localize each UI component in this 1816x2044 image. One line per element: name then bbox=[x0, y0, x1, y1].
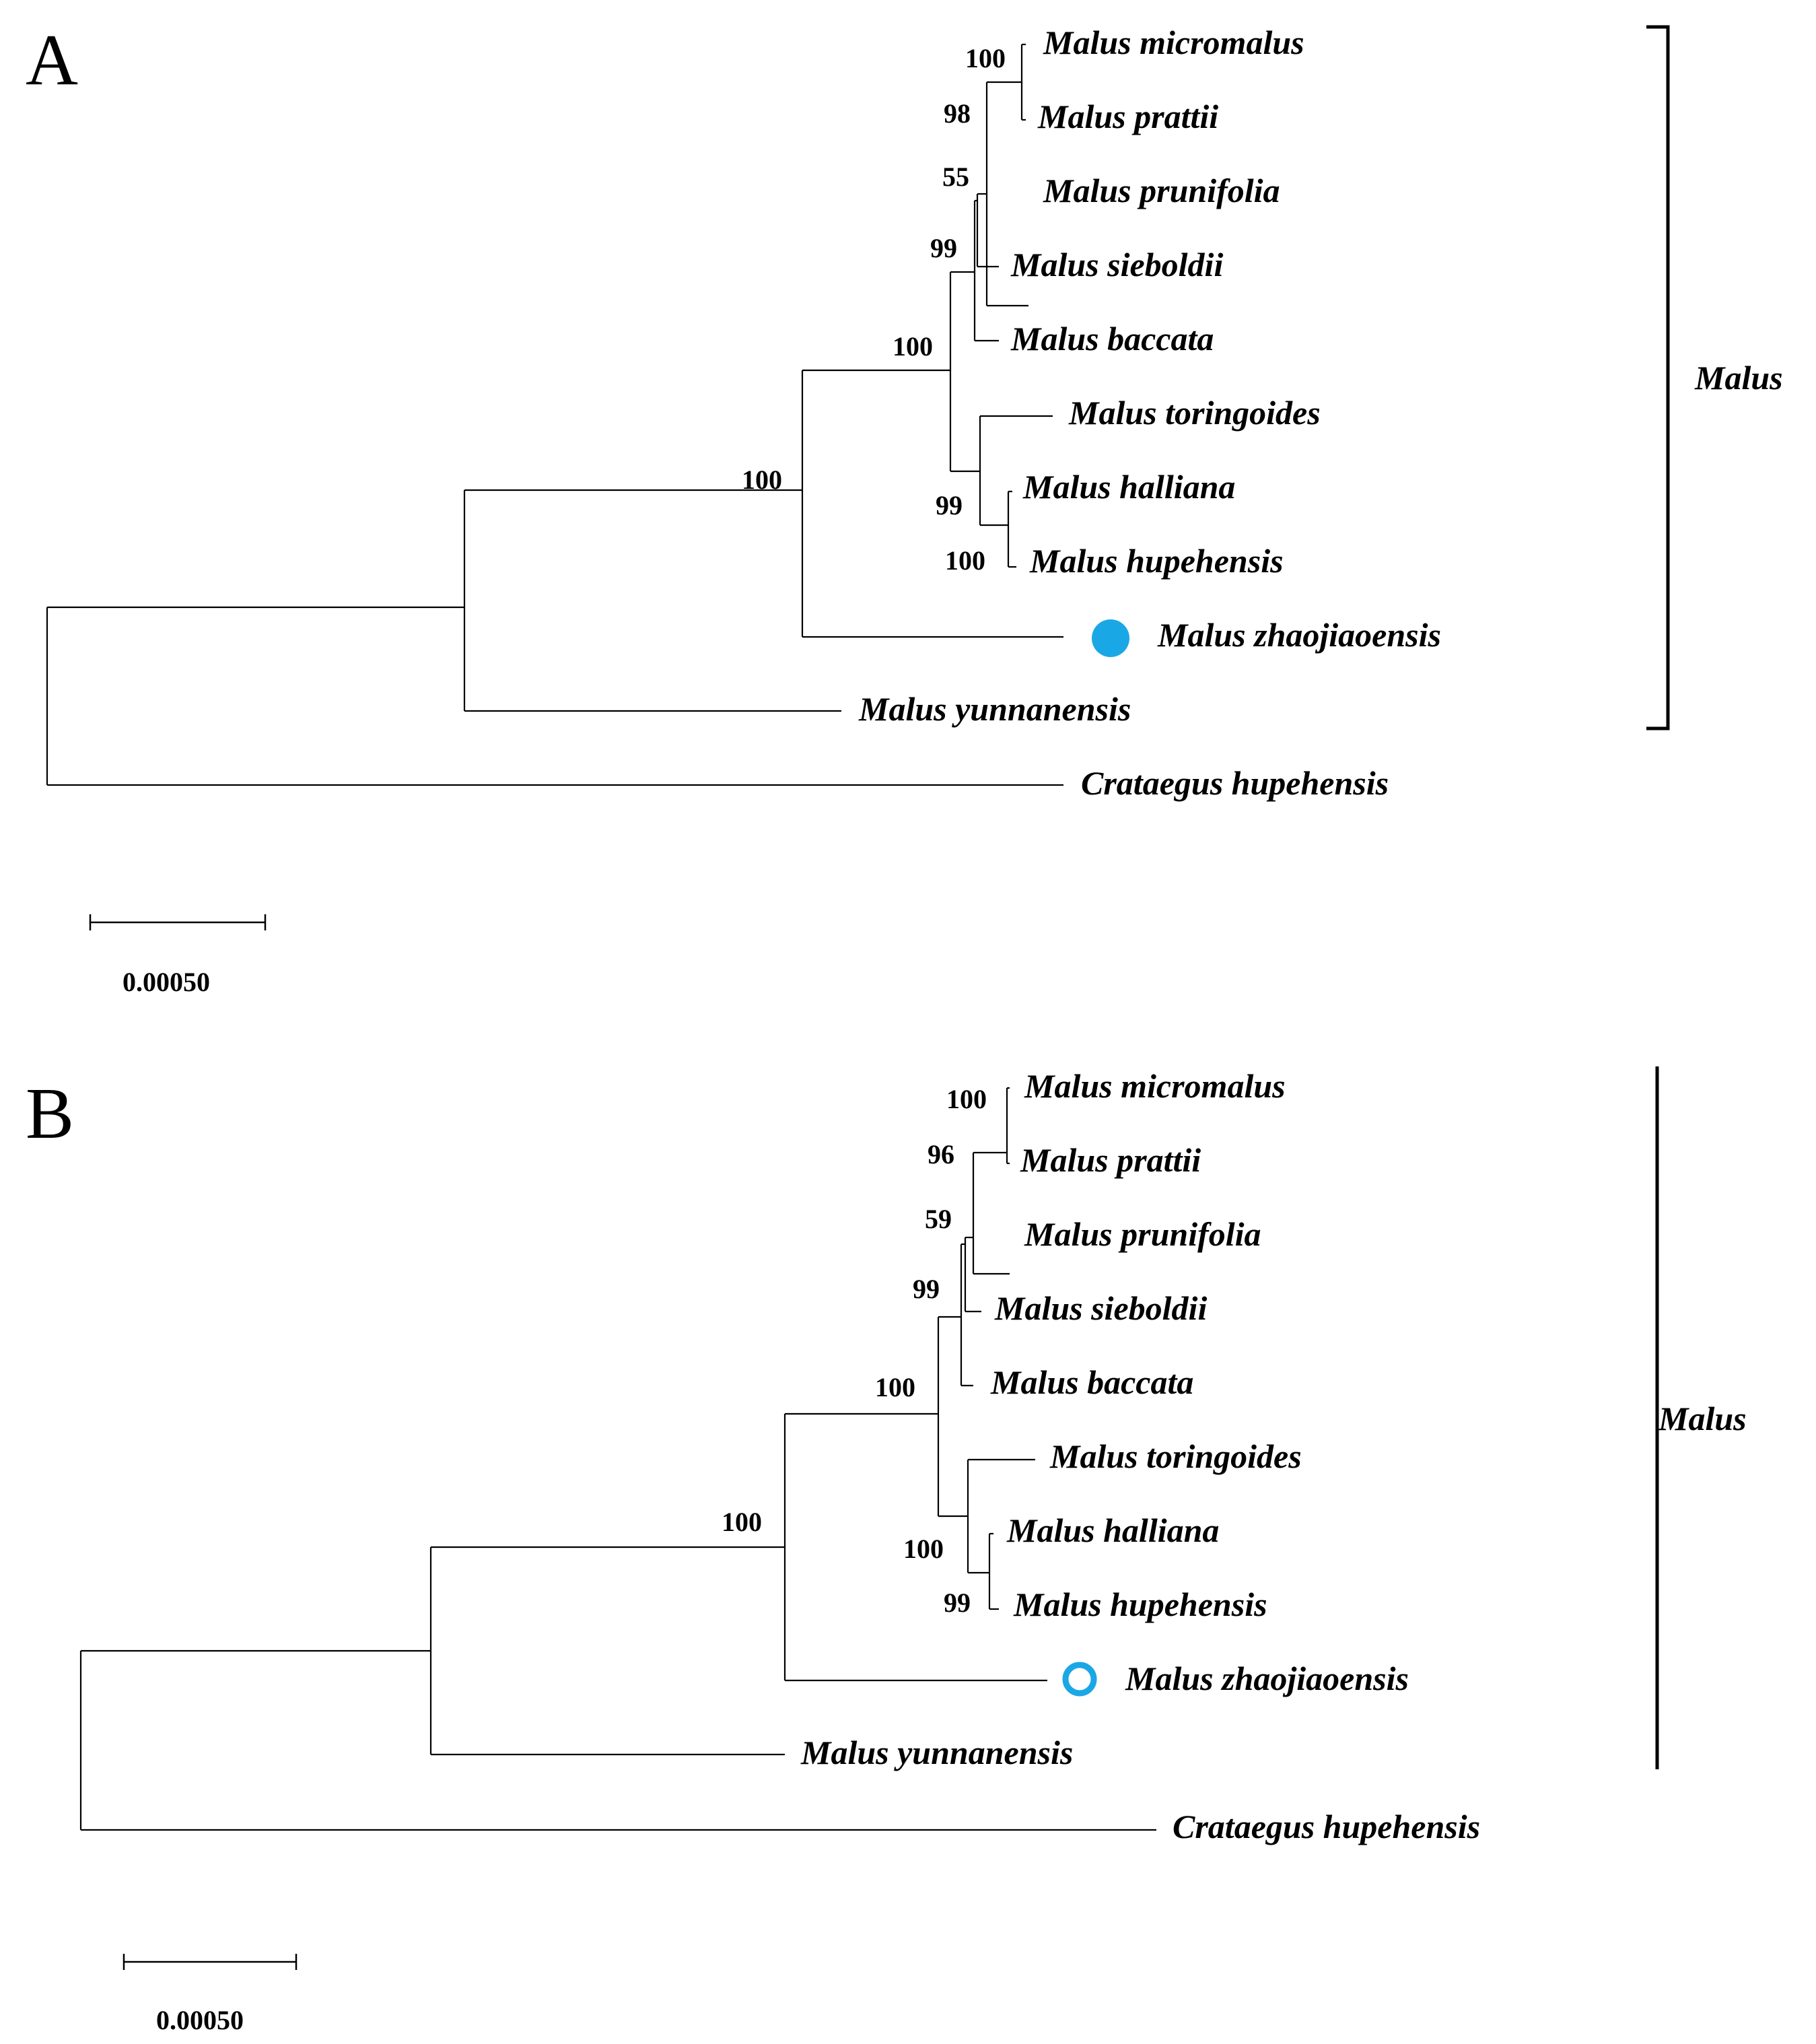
support-value: 99 bbox=[944, 1588, 971, 1618]
scale-bar-label: 0.00050 bbox=[123, 967, 210, 997]
clade-label: Malus bbox=[1658, 1400, 1747, 1437]
panel-a-taxon-labels: Malus micromalus Malus prattii Malus pru… bbox=[858, 24, 1441, 802]
support-value: 59 bbox=[925, 1204, 952, 1234]
clade-label: Malus bbox=[1694, 359, 1783, 397]
support-value: 100 bbox=[722, 1507, 762, 1537]
taxon-label: Malus prattii bbox=[1037, 98, 1218, 135]
taxon-label: Malus hupehensis bbox=[1013, 1586, 1267, 1623]
taxon-label: Malus zhaojiaoensis bbox=[1157, 616, 1441, 654]
panel-b-scale-bar: 0.00050 bbox=[123, 1954, 298, 2035]
support-value: 96 bbox=[928, 1139, 954, 1169]
taxon-label: Malus prattii bbox=[1020, 1141, 1201, 1179]
support-value: 100 bbox=[903, 1534, 944, 1564]
panel-a-scale-bar: 0.00050 bbox=[89, 914, 267, 997]
support-value: 98 bbox=[944, 98, 971, 129]
panel-b-letter: B bbox=[26, 1074, 74, 1154]
support-value: 99 bbox=[936, 490, 963, 520]
panel-b-clade-bar: Malus bbox=[1655, 1066, 1747, 1769]
support-value: 100 bbox=[742, 465, 782, 495]
taxon-label: Crataegus hupehensis bbox=[1173, 1808, 1480, 1845]
scale-bar-label: 0.00050 bbox=[156, 2005, 244, 2035]
taxon-label: Malus prunifolia bbox=[1043, 172, 1280, 209]
clade-bracket bbox=[1646, 25, 1670, 730]
open-circle-marker bbox=[1062, 1662, 1097, 1697]
taxon-label: Malus hupehensis bbox=[1029, 542, 1284, 580]
taxon-label: Malus baccata bbox=[1010, 320, 1214, 357]
filled-circle-marker bbox=[1092, 619, 1129, 657]
support-value: 100 bbox=[875, 1372, 915, 1402]
taxon-label: Malus sieboldii bbox=[994, 1289, 1207, 1327]
panel-b-taxon-labels: Malus micromalus Malus prattii Malus pru… bbox=[800, 1067, 1480, 1845]
panel-a: A bbox=[26, 20, 1783, 997]
taxon-label: Malus baccata bbox=[990, 1363, 1193, 1401]
taxon-label: Malus micromalus bbox=[1024, 1067, 1286, 1105]
taxon-label: Malus halliana bbox=[1022, 468, 1235, 506]
panel-b-branches bbox=[79, 1087, 1156, 1831]
panel-a-branches bbox=[46, 43, 1063, 786]
panel-a-clade-bracket: Malus bbox=[1646, 25, 1783, 730]
taxon-label: Crataegus hupehensis bbox=[1081, 764, 1389, 802]
support-value: 100 bbox=[946, 1084, 987, 1114]
taxon-label: Malus micromalus bbox=[1043, 24, 1304, 61]
panel-a-support-values: 100 98 55 99 100 100 99 100 bbox=[742, 43, 1006, 576]
support-value: 99 bbox=[913, 1274, 940, 1304]
taxon-label: Malus toringoides bbox=[1049, 1437, 1302, 1475]
taxon-label: Malus yunnanensis bbox=[858, 690, 1131, 728]
support-value: 100 bbox=[945, 545, 985, 576]
taxon-label: Malus yunnanensis bbox=[800, 1734, 1073, 1771]
support-value: 100 bbox=[965, 43, 1006, 73]
panel-b: B bbox=[26, 1066, 1747, 2035]
support-value: 100 bbox=[893, 331, 933, 362]
support-value: 55 bbox=[942, 162, 969, 192]
panel-b-support-values: 100 96 59 99 100 100 100 99 bbox=[722, 1084, 987, 1618]
taxon-label: Malus toringoides bbox=[1068, 394, 1321, 432]
taxon-label: Malus sieboldii bbox=[1010, 246, 1223, 283]
taxon-label: Malus zhaojiaoensis bbox=[1125, 1660, 1409, 1697]
support-value: 99 bbox=[930, 233, 957, 263]
taxon-label: Malus prunifolia bbox=[1024, 1215, 1261, 1253]
panel-a-letter: A bbox=[26, 20, 78, 100]
taxon-label: Malus halliana bbox=[1006, 1511, 1219, 1549]
